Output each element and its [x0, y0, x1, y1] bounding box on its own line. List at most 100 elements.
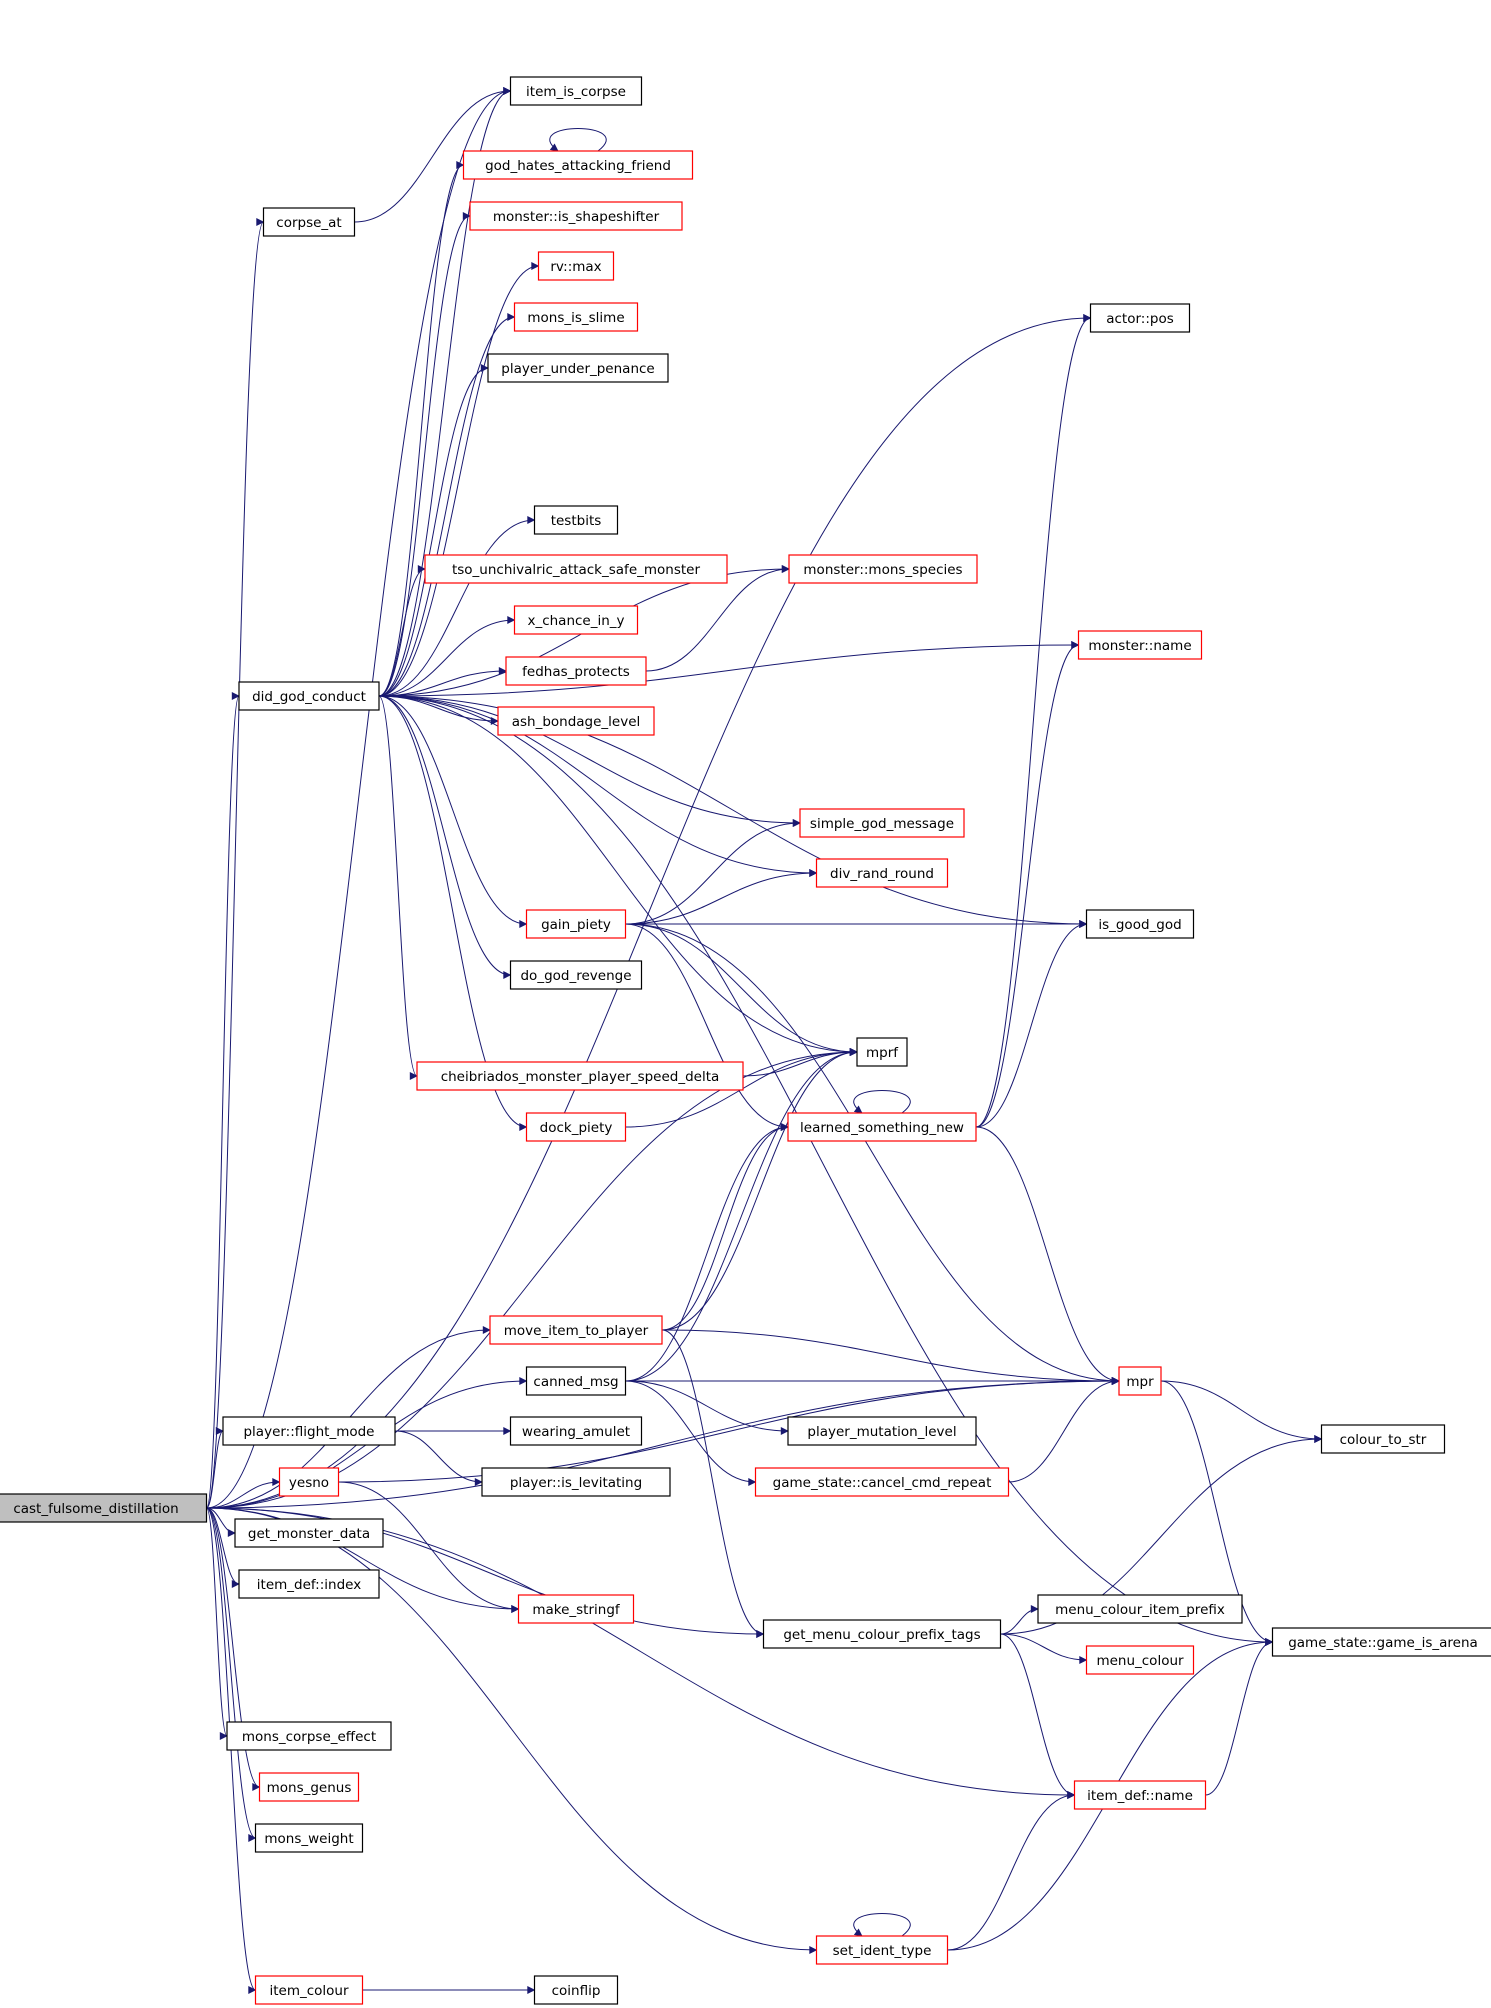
node-mons-genus[interactable]: mons_genus: [258, 1772, 360, 1802]
edge-yesno-to-make-stringf: [338, 1481, 520, 1613]
node-box: [525, 1112, 627, 1142]
node-x-chance-in-y[interactable]: x_chance_in_y: [513, 605, 639, 635]
node-label: yesno: [289, 1475, 329, 1491]
edge-did-god-conduct-to-monster-name: [378, 641, 1080, 697]
edge-cast-fulsome-distillation-to-mons-weight: [206, 1507, 257, 1842]
node-label: player::is_levitating: [510, 1475, 642, 1491]
node-box: [0, 1493, 208, 1523]
node-dock-piety[interactable]: dock_piety: [525, 1112, 627, 1142]
node-label: mons_genus: [267, 1780, 352, 1796]
node-cast-fulsome-distillation[interactable]: cast_fulsome_distillation: [0, 1493, 208, 1523]
node-colour-to-str[interactable]: colour_to_str: [1320, 1424, 1446, 1454]
node-monster-is-shapeshifter[interactable]: monster::is_shapeshifter: [469, 201, 683, 231]
node-monster-mons-species[interactable]: monster::mons_species: [788, 554, 978, 584]
node-monster-name[interactable]: monster::name: [1077, 630, 1203, 660]
node-label: canned_msg: [533, 1374, 618, 1390]
node-player-mutation-level[interactable]: player_mutation_level: [787, 1416, 977, 1446]
node-box: [1320, 1424, 1446, 1454]
edge-cast-fulsome-distillation-to-mons-genus: [206, 1507, 261, 1791]
node-box: [222, 1416, 396, 1446]
node-box: [533, 1975, 619, 2005]
node-testbits[interactable]: testbits: [533, 505, 619, 535]
edge-cast-fulsome-distillation-to-item-def-index: [206, 1507, 240, 1588]
node-mons-corpse-effect[interactable]: mons_corpse_effect: [226, 1721, 392, 1751]
edge-did-god-conduct-to-monster-is-shapeshifter: [378, 212, 471, 697]
node-rv-max[interactable]: rv::max: [537, 251, 615, 281]
node-god-hates-attacking-friend[interactable]: god_hates_attacking_friend: [462, 150, 694, 180]
node-box: [509, 1416, 643, 1446]
node-ash-bondage-level[interactable]: ash_bondage_level: [497, 706, 655, 736]
node-yesno[interactable]: yesno: [278, 1467, 340, 1497]
node-did-god-conduct[interactable]: did_god_conduct: [238, 681, 380, 711]
edge-did-god-conduct-to-game-is-arena: [378, 695, 1274, 1646]
call-edges: [206, 87, 1323, 1994]
node-make-stringf[interactable]: make_stringf: [517, 1594, 635, 1624]
node-box: [262, 207, 356, 237]
node-label: game_state::cancel_cmd_repeat: [773, 1475, 992, 1491]
node-gain-piety[interactable]: gain_piety: [525, 909, 627, 939]
node-mpr[interactable]: mpr: [1118, 1366, 1162, 1396]
edge-canned-msg-to-player-mutation-level: [625, 1380, 789, 1435]
node-do-god-revenge[interactable]: do_god_revenge: [509, 960, 643, 990]
edge-learned-something-new-to-actor-pos: [975, 314, 1092, 1128]
node-label: tso_unchivalric_attack_safe_monster: [452, 562, 700, 578]
node-mons-is-slime[interactable]: mons_is_slime: [513, 302, 639, 332]
node-simple-god-message[interactable]: simple_god_message: [799, 808, 965, 838]
edge-canned-msg-to-cancel-cmd-repeat: [625, 1380, 757, 1486]
edge-cast-fulsome-distillation-to-mpr: [206, 1377, 1120, 1509]
node-mprf[interactable]: mprf: [856, 1037, 908, 1067]
node-player-under-penance[interactable]: player_under_penance: [487, 353, 669, 383]
node-fedhas-protects[interactable]: fedhas_protects: [505, 656, 647, 686]
node-cancel-cmd-repeat[interactable]: game_state::cancel_cmd_repeat: [754, 1467, 1010, 1497]
node-box: [1085, 1645, 1195, 1675]
node-label: gain_piety: [541, 917, 611, 933]
node-label: coinflip: [552, 1983, 601, 1999]
edge-did-god-conduct-to-testbits: [378, 516, 536, 697]
node-set-ident-type[interactable]: set_ident_type: [815, 1935, 949, 1965]
node-wearing-amulet[interactable]: wearing_amulet: [509, 1416, 643, 1446]
node-label: did_god_conduct: [252, 689, 366, 705]
node-actor-pos[interactable]: actor::pos: [1089, 303, 1191, 333]
node-box: [1073, 1780, 1207, 1810]
node-tso-unchivalric[interactable]: tso_unchivalric_attack_safe_monster: [424, 554, 728, 584]
node-label: colour_to_str: [1340, 1432, 1427, 1448]
node-item-colour[interactable]: item_colour: [254, 1975, 364, 2005]
node-div-rand-round[interactable]: div_rand_round: [815, 858, 949, 888]
node-item-is-corpse[interactable]: item_is_corpse: [509, 76, 643, 106]
edge-move-item-to-player-to-learned-something-new: [661, 1123, 789, 1331]
node-box: [513, 605, 639, 635]
node-label: mons_weight: [264, 1831, 353, 1847]
node-coinflip[interactable]: coinflip: [533, 1975, 619, 2005]
node-box: [258, 1772, 360, 1802]
node-item-def-name[interactable]: item_def::name: [1073, 1780, 1207, 1810]
node-move-item-to-player[interactable]: move_item_to_player: [489, 1315, 663, 1345]
node-get-menu-colour-prefix-tags[interactable]: get_menu_colour_prefix_tags: [762, 1619, 1002, 1649]
node-box: [509, 76, 643, 106]
edge-did-god-conduct-to-rv-max: [378, 262, 540, 697]
node-label: item_is_corpse: [526, 84, 626, 100]
node-mons-weight[interactable]: mons_weight: [254, 1823, 364, 1853]
node-player-is-levitating[interactable]: player::is_levitating: [481, 1467, 671, 1497]
node-player-flight-mode[interactable]: player::flight_mode: [222, 1416, 396, 1446]
node-game-is-arena[interactable]: game_state::game_is_arena: [1271, 1627, 1491, 1657]
node-item-def-index[interactable]: item_def::index: [238, 1569, 380, 1599]
node-box: [525, 1366, 627, 1396]
node-label: player::flight_mode: [243, 1424, 374, 1440]
node-menu-colour[interactable]: menu_colour: [1085, 1645, 1195, 1675]
node-label: do_god_revenge: [520, 968, 631, 984]
node-menu-colour-item-prefix[interactable]: menu_colour_item_prefix: [1037, 1594, 1243, 1624]
node-box: [788, 554, 978, 584]
edge-item-def-name-to-game-is-arena: [1205, 1638, 1274, 1796]
node-label: menu_colour: [1096, 1653, 1184, 1669]
node-is-good-god[interactable]: is_good_god: [1085, 909, 1195, 939]
node-learned-something-new[interactable]: learned_something_new: [787, 1112, 977, 1142]
node-box: [254, 1975, 364, 2005]
node-box: [1037, 1594, 1243, 1624]
node-canned-msg[interactable]: canned_msg: [525, 1366, 627, 1396]
node-get-monster-data[interactable]: get_monster_data: [234, 1518, 384, 1548]
node-corpse-at[interactable]: corpse_at: [262, 207, 356, 237]
node-label: item_colour: [269, 1983, 348, 1999]
node-box: [856, 1037, 908, 1067]
edge-did-god-conduct-to-tso-unchivalric: [378, 565, 426, 697]
node-cheibriados[interactable]: cheibriados_monster_player_speed_delta: [416, 1061, 744, 1091]
